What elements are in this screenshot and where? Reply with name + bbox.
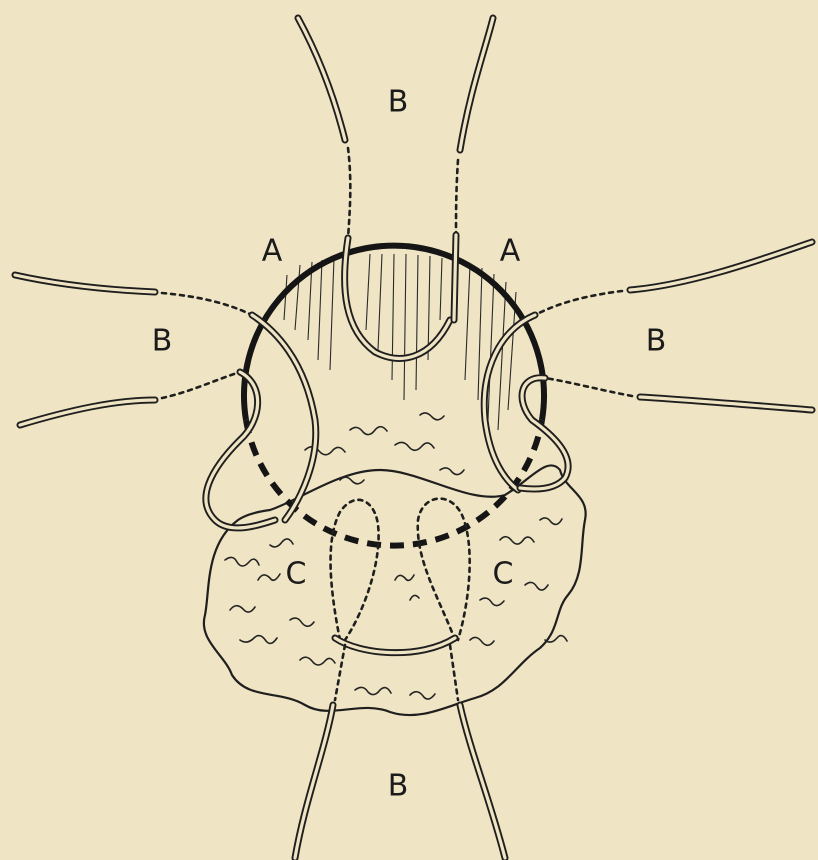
label-b-top: B	[388, 85, 409, 120]
thread-right-upper	[484, 242, 812, 490]
thread-top-left	[298, 18, 450, 358]
label-c-right: C	[493, 557, 514, 592]
label-c-left: C	[286, 557, 307, 592]
thread-left-lower	[20, 372, 275, 528]
label-b-bottom: B	[388, 769, 409, 804]
growth-mass-outline	[204, 465, 586, 715]
label-a-right: A	[500, 234, 521, 269]
label-b-left: B	[152, 324, 173, 359]
thread-right-lower	[520, 378, 812, 489]
label-a-left: A	[262, 234, 283, 269]
label-b-right: B	[646, 324, 667, 359]
